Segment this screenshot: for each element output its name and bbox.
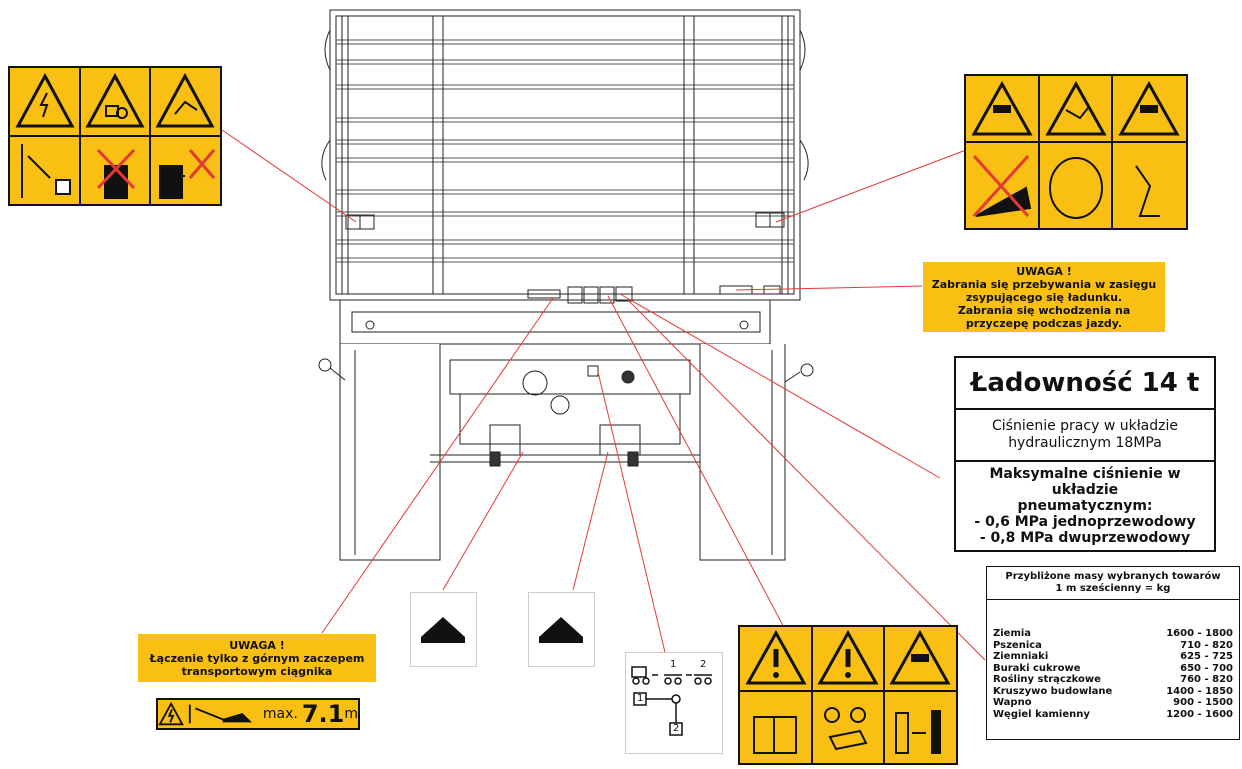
mass-item-name: Ziemia xyxy=(993,628,1032,639)
warning-title: UWAGA ! xyxy=(229,638,285,652)
pneumatic-pressure-text: Maksymalne ciśnienie w układzie pneumaty… xyxy=(956,462,1214,550)
mass-table-row: Ziemia 1600 - 1800 xyxy=(987,628,1239,640)
connector-label-2: 2 xyxy=(700,659,707,670)
crush-hazard-pictograms-icon xyxy=(966,76,1186,228)
pneumatic-line: pneumatycznym: xyxy=(1017,498,1153,514)
triangle-icon xyxy=(421,617,465,637)
pictogram-sticker-bottom xyxy=(738,625,958,765)
lifting-point-sticker-left xyxy=(410,592,477,667)
capacity-title: Ładowność 14 t xyxy=(956,358,1214,410)
triangle-icon xyxy=(539,617,583,637)
power-line-hazard-icon xyxy=(158,701,252,726)
max-height-sticker: max. 7.1 m xyxy=(156,698,360,730)
mass-table-row: Kruszywo budowlane 1400 - 1850 xyxy=(987,686,1239,698)
mass-item-name: Pszenica xyxy=(993,639,1042,651)
mass-table-row: Węgiel kamienny 1200 - 1600 xyxy=(987,709,1239,721)
warning-box-bottom-left: UWAGA ! Łączenie tylko z górnym zaczepem… xyxy=(138,634,376,682)
mass-table-row: Buraki cukrowe 650 - 700 xyxy=(987,663,1239,675)
brake-connection-sticker: 1 2 1 2 xyxy=(625,652,723,754)
mass-table-row: Rośliny strączkowe 760 - 820 xyxy=(987,674,1239,686)
mass-table: Przybliżone masy wybranych towarów 1 m s… xyxy=(986,566,1240,740)
mass-item-name: Wapno xyxy=(993,697,1032,708)
bar-icon xyxy=(421,637,465,643)
mass-table-row: Ziemniaki 625 - 725 xyxy=(987,651,1239,663)
electric-hazard-pictograms-icon xyxy=(10,68,220,204)
warning-line: Łączenie tylko z górnym zaczepem xyxy=(149,651,365,665)
hydraulic-pressure-text: Ciśnienie pracy w układzie hydraulicznym… xyxy=(956,410,1214,462)
warning-line: zsypującego się ładunku. xyxy=(965,290,1123,304)
warning-line: Zabrania się przebywania w zasięgu xyxy=(931,277,1157,291)
lifting-point-sticker-right xyxy=(528,592,595,667)
mass-item-range: 1400 - 1850 xyxy=(1166,685,1233,697)
warning-line: Zabrania się wchodzenia na xyxy=(957,303,1131,317)
mass-item-name: Węgiel kamienny xyxy=(993,708,1090,720)
bar-icon xyxy=(539,637,583,643)
mass-item-range: 760 - 820 xyxy=(1180,674,1233,685)
mass-header-line: Przybliżone masy wybranych towarów xyxy=(1005,571,1221,582)
mass-item-range: 710 - 820 xyxy=(1180,639,1233,651)
mass-item-name: Ziemniaki xyxy=(993,651,1049,662)
connector-box-2: 2 xyxy=(673,723,680,734)
mass-item-range: 650 - 700 xyxy=(1180,662,1233,674)
mass-item-name: Buraki cukrowe xyxy=(993,662,1081,674)
hydraulic-line: Ciśnienie pracy w układzie xyxy=(992,418,1178,434)
brake-connector-diagram-icon xyxy=(631,666,712,736)
hydraulic-line: hydraulicznym 18MPa xyxy=(1008,435,1162,451)
max-label: max. xyxy=(262,706,298,722)
pictogram-sticker-top-right xyxy=(964,74,1188,230)
connector-label-1: 1 xyxy=(670,659,677,670)
mass-table-row: Wapno 900 - 1500 xyxy=(987,697,1239,709)
mass-table-header: Przybliżone masy wybranych towarów 1 m s… xyxy=(987,567,1239,600)
max-value: 7.1 xyxy=(301,700,345,728)
mass-item-range: 625 - 725 xyxy=(1180,651,1233,662)
pneumatic-line: - 0,8 MPa dwuprzewodowy xyxy=(979,530,1191,546)
manual-and-key-pictograms-icon xyxy=(740,627,956,763)
connector-box-1: 1 xyxy=(637,693,644,704)
warning-title: UWAGA ! xyxy=(1016,264,1072,278)
warning-box-top-right: UWAGA ! Zabrania się przebywania w zasię… xyxy=(923,262,1165,332)
pneumatic-line: Maksymalne ciśnienie w układzie xyxy=(989,466,1181,498)
mass-item-range: 900 - 1500 xyxy=(1173,697,1233,708)
pictogram-sticker-top-left xyxy=(8,66,222,206)
warning-line: przyczepę podczas jazdy. xyxy=(965,316,1123,330)
capacity-label: Ładowność 14 t Ciśnienie pracy w układzi… xyxy=(954,356,1216,552)
mass-table-row: Pszenica 710 - 820 xyxy=(987,640,1239,652)
warning-line: transportowym ciągnika xyxy=(181,664,333,678)
mass-item-range: 1200 - 1600 xyxy=(1166,708,1233,720)
pneumatic-line: - 0,6 MPa jednoprzewodowy xyxy=(974,514,1196,530)
mass-item-name: Rośliny strączkowe xyxy=(993,674,1101,685)
mass-header-line: 1 m sześcienny = kg xyxy=(1055,583,1171,594)
mass-item-range: 1600 - 1800 xyxy=(1166,628,1233,639)
mass-item-name: Kruszywo budowlane xyxy=(993,685,1113,697)
max-unit: m xyxy=(344,706,358,722)
